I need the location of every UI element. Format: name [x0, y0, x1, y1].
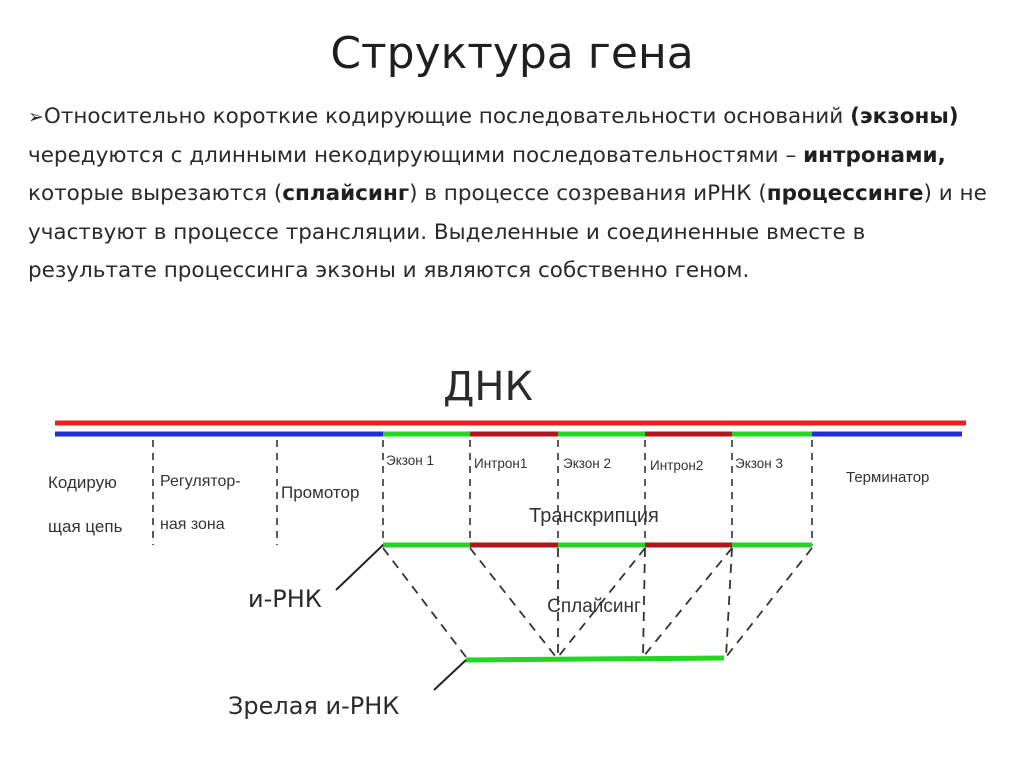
- exon1-label: Экзон 1: [386, 453, 434, 468]
- text-segment: Относительно короткие кодирующие последо…: [43, 104, 851, 129]
- promoter-label: Промотор: [281, 483, 359, 502]
- exon2-label: Экзон 2: [563, 456, 611, 471]
- bullet-arrow-icon: ➢: [28, 106, 44, 128]
- mature-mrna-strand: [465, 655, 725, 663]
- mrna-pointer-line: [335, 544, 384, 591]
- exon3-label: Экзон 3: [735, 456, 783, 471]
- splicing-connectors: [382, 547, 813, 658]
- description-paragraph: ➢Относительно короткие кодирующие послед…: [28, 98, 1000, 291]
- text-segment: ) в процессе созревания иРНК (: [409, 181, 767, 206]
- gene-structure-diagram: ДНК Кодирую щая цепь Регулятор- ная зона…: [48, 364, 966, 720]
- intron2-label: Интрон2: [650, 458, 703, 473]
- text-segment: чередуются с длинными некодирующими посл…: [28, 142, 804, 168]
- slide-title: Структура гена: [330, 28, 694, 79]
- intron1-label: Интрон1: [474, 456, 527, 471]
- mrna-label: и-РНК: [248, 585, 322, 613]
- text-segment: которые вырезаются (: [28, 181, 283, 206]
- region-dividers: [152, 440, 813, 545]
- mature-mrna-pointer-line: [433, 659, 467, 691]
- regulatory-label-1: Регулятор-: [160, 473, 241, 490]
- dna-label: ДНК: [443, 364, 533, 410]
- text-segment: ) и не участвуют в процессе трансляции. …: [28, 181, 987, 283]
- bold-term-introns: интронами,: [803, 142, 946, 168]
- coding-strand-label-2: щая цепь: [48, 517, 123, 536]
- terminator-label: Терминатор: [846, 469, 929, 486]
- bold-term-exons: (экзоны): [850, 104, 959, 129]
- mature-mrna-label: Зрелая и-РНК: [228, 692, 399, 720]
- splicing-label: Сплайсинг: [547, 596, 641, 617]
- bold-term-splicing: сплайсинг: [282, 181, 410, 206]
- regulatory-label-2: ная зона: [160, 516, 225, 533]
- bold-term-processing: процессинге: [766, 181, 924, 206]
- transcription-label: Транскрипция: [529, 505, 659, 527]
- coding-strand-label-1: Кодирую: [48, 473, 117, 492]
